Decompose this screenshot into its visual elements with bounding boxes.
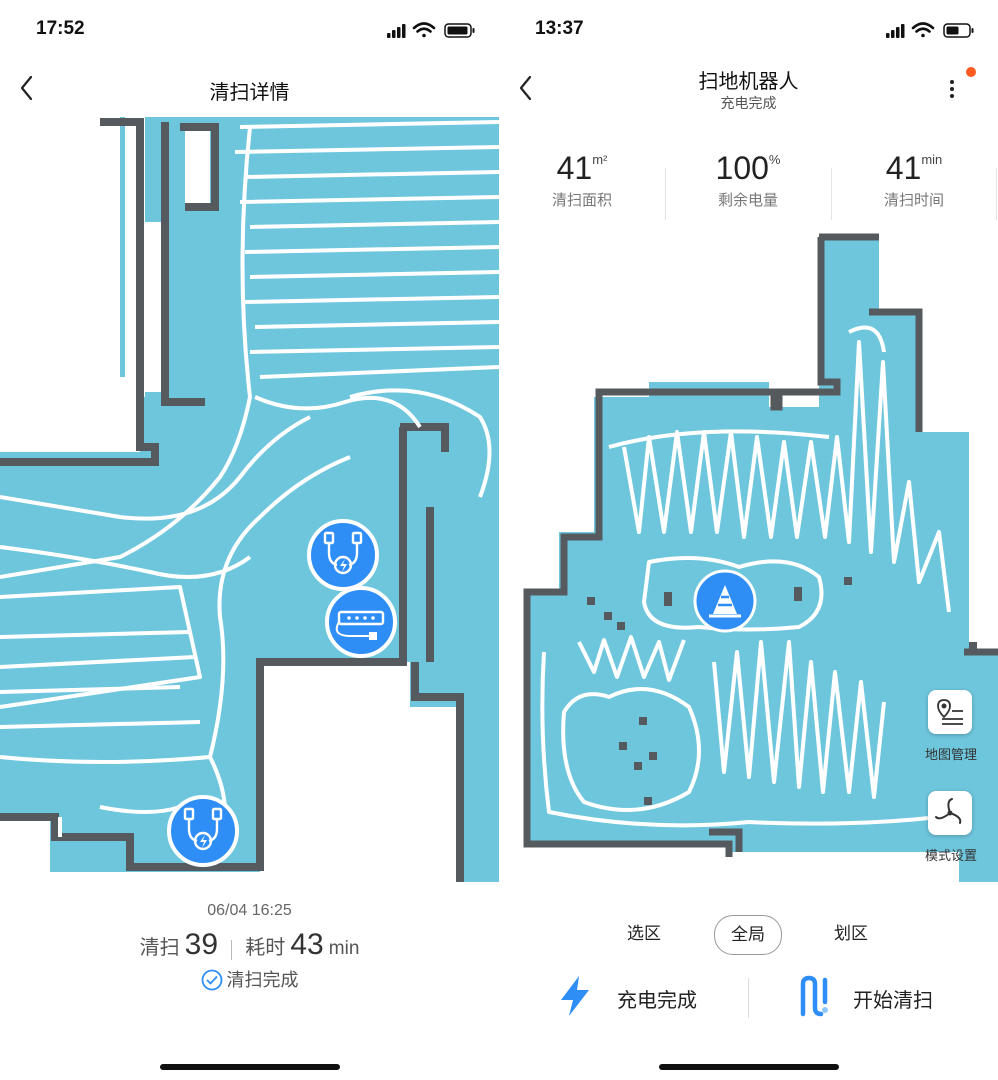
start-clean-label: 开始清扫 — [853, 988, 933, 1012]
status-time: 13:37 — [535, 18, 584, 39]
map-obstacles — [587, 577, 977, 805]
duration-unit: min — [328, 938, 360, 959]
map-manage-button[interactable] — [928, 690, 972, 734]
stat-area: 41m² 清扫面积 — [499, 150, 665, 210]
status-icons — [387, 22, 475, 38]
charger-icon-bottom — [167, 795, 239, 867]
wifi-icon — [412, 22, 436, 38]
charge-button[interactable]: 充电完成 — [555, 972, 715, 1022]
map-area — [0, 117, 499, 882]
nav-bar: 清扫详情 — [0, 60, 499, 115]
power-strip-icon — [325, 586, 397, 658]
status-bar: 13:37 — [499, 0, 998, 60]
page-title: 清扫详情 — [209, 80, 290, 104]
status-time: 17:52 — [36, 18, 85, 39]
status-icons — [886, 22, 974, 38]
stat-time: 41min 清扫时间 — [831, 150, 997, 210]
live-map — [523, 233, 998, 882]
signal-icon — [886, 24, 905, 38]
device-title: 扫地机器人 — [698, 69, 799, 93]
stats-row: 41m² 清扫面积 100% 剩余电量 41min 清扫时间 — [499, 150, 998, 225]
clean-date: 06/04 16:25 — [207, 902, 292, 919]
back-icon[interactable] — [14, 72, 42, 104]
area-value: 39 — [184, 928, 219, 961]
stat-battery-label: 剩余电量 — [717, 191, 778, 209]
divider — [665, 168, 666, 220]
clean-status-text: 清扫完成 — [226, 970, 299, 991]
device-status: 充电完成 — [720, 96, 777, 112]
charger-icon-top — [307, 519, 379, 591]
mode-global[interactable]: 全局 — [714, 915, 782, 955]
divider — [231, 939, 233, 960]
mode-settings-label: 模式设置 — [924, 849, 977, 864]
map-walls — [523, 233, 998, 857]
check-circle-icon — [201, 969, 222, 991]
battery-icon — [943, 23, 974, 38]
cleaning-paths — [540, 325, 951, 828]
stat-battery-value: 100 — [715, 150, 769, 186]
home-indicator[interactable] — [160, 1064, 340, 1070]
clean-path-icon — [800, 975, 828, 1017]
lightning-icon — [561, 976, 589, 1016]
stat-time-unit: min — [921, 152, 943, 167]
map-manage-label: 地图管理 — [924, 748, 977, 763]
mode-draw-area[interactable]: 划区 — [834, 924, 868, 944]
fan-icon — [935, 798, 962, 824]
status-bar: 17:52 — [0, 0, 499, 60]
more-icon[interactable] — [942, 74, 962, 104]
mode-selector: 选区 全局 划区 — [499, 915, 998, 955]
signal-icon — [387, 24, 406, 38]
wifi-icon — [911, 22, 935, 38]
area-label: 清扫 — [139, 935, 180, 959]
duration-label: 耗时 — [245, 935, 286, 959]
left-screen: 17:52 清扫详情 — [0, 0, 499, 1070]
stat-battery: 100% 剩余电量 — [665, 150, 831, 210]
stat-area-unit: m² — [592, 152, 608, 167]
clean-status: 清扫完成 — [0, 966, 499, 992]
mode-select-area[interactable]: 选区 — [627, 924, 661, 944]
map-pin-icon — [937, 699, 963, 725]
start-clean-button[interactable]: 开始清扫 — [795, 972, 955, 1022]
mode-settings-button[interactable] — [928, 791, 972, 835]
charge-label: 充电完成 — [617, 988, 697, 1012]
nav-bar: 扫地机器人 充电完成 — [499, 60, 998, 115]
divider — [996, 168, 997, 220]
robot-marker — [693, 569, 757, 633]
stat-time-value: 41 — [885, 150, 922, 186]
battery-icon — [444, 23, 475, 38]
map-walls — [0, 118, 464, 882]
divider — [831, 168, 832, 220]
divider — [748, 978, 749, 1018]
notification-badge — [966, 67, 976, 77]
action-bar: 充电完成 开始清扫 — [499, 972, 998, 1022]
right-screen: 13:37 扫地机器人 充电完成 — [499, 0, 998, 1080]
stat-time-label: 清扫时间 — [883, 191, 944, 209]
stat-area-label: 清扫面积 — [551, 191, 612, 209]
home-indicator[interactable] — [659, 1064, 839, 1070]
back-icon[interactable] — [513, 72, 541, 104]
duration-value: 43 — [290, 928, 324, 961]
cleaning-map — [0, 117, 499, 882]
stat-area-value: 41 — [556, 150, 593, 186]
stat-battery-unit: % — [768, 152, 781, 167]
clean-summary: 清扫 39 耗时 43 min — [0, 928, 499, 962]
